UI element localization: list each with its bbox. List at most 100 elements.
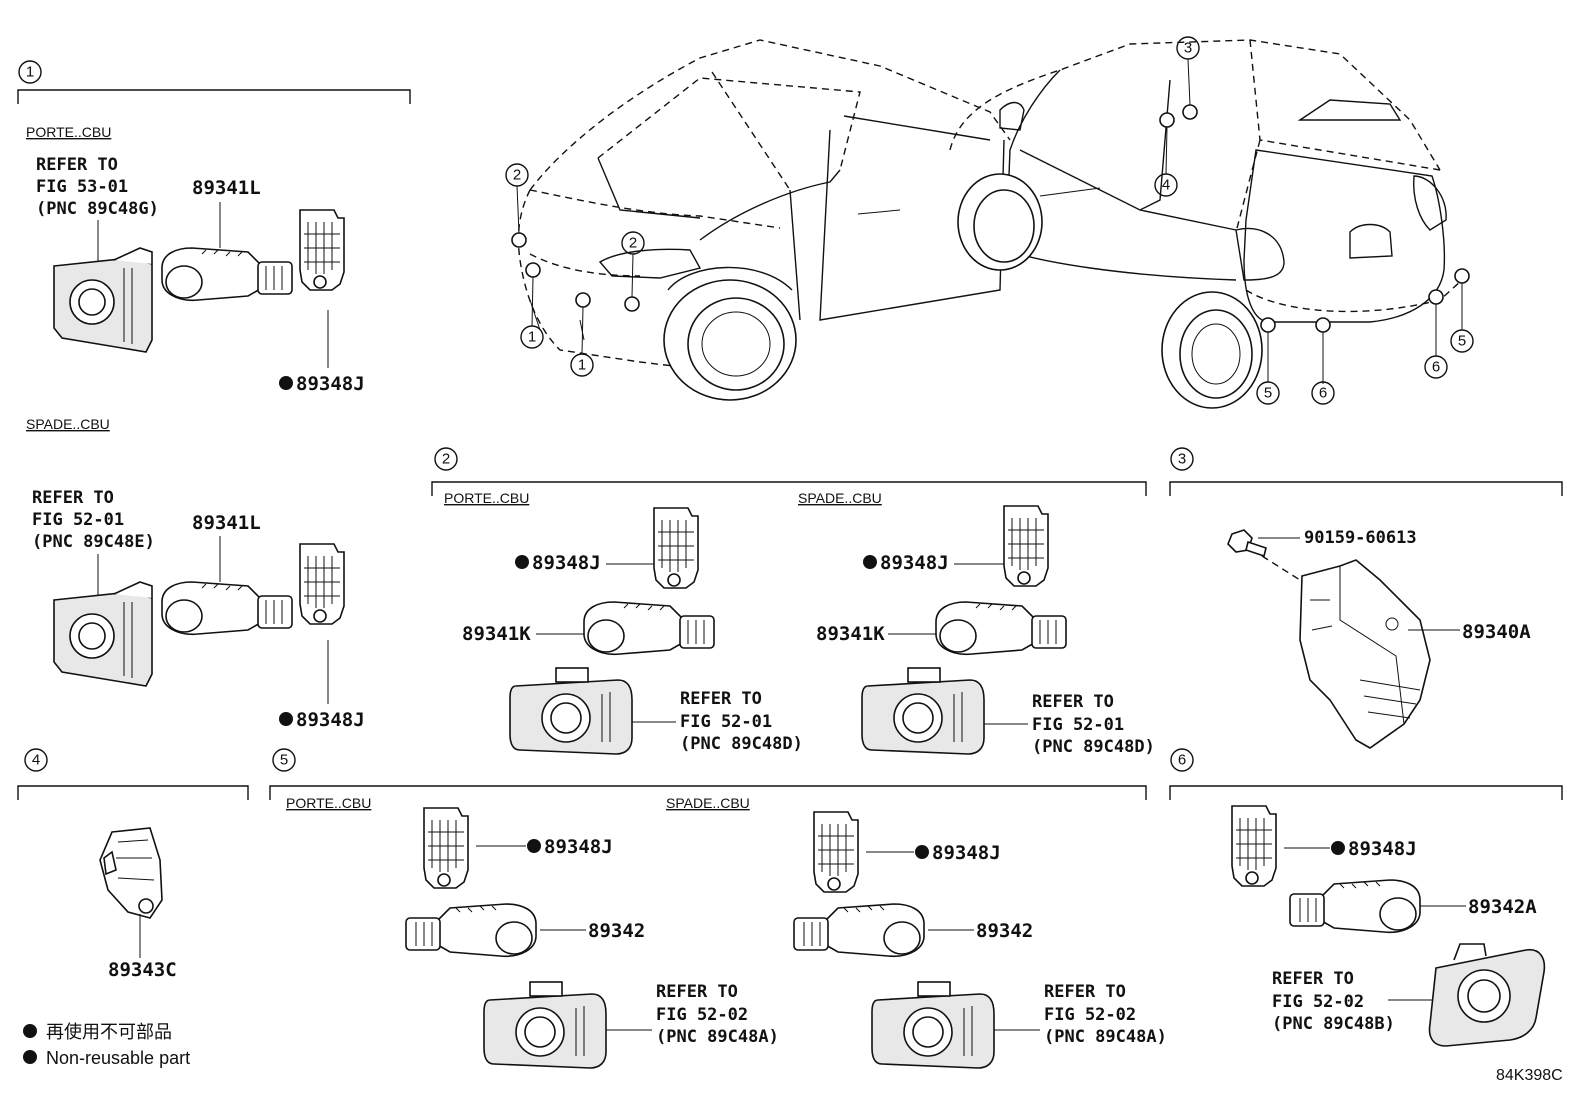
group-2-number: 2 [442,451,450,468]
group-1-spade-ref-line2: FIG 52-01 [32,510,124,530]
group-1-porte-caption: PORTE..CBU [26,124,111,140]
front-sensor-markers: 2 1 1 2 [505,163,645,377]
non-reusable-dot [279,376,293,390]
rear-marker-5b: 5 [1458,333,1466,350]
group-5-spade-sensor [793,903,925,958]
group-2-spade-ref-line1: REFER TO [1032,692,1114,712]
group-2-porte-bezel [509,667,633,755]
group-5-bracket [269,785,1147,800]
group-1-spade-ref-line1: REFER TO [32,488,114,508]
group-2-spade-retainer-label: 89348J [880,552,949,574]
group-6-number: 6 [1178,752,1186,769]
group-2-spade-ref-line2: FIG 52-01 [1032,715,1124,735]
group-5-spade-caption: SPADE..CBU [666,795,750,811]
group-6-callout: 6 [1170,748,1194,772]
group-5-spade-ref-line1: REFER TO [1044,982,1126,1002]
group-5-porte-retainer-label: 89348J [544,836,613,858]
front-vehicle-illustration [517,39,1011,401]
group-1-porte-retainer [299,209,345,291]
group-5-spade-sensor-label: 89342 [976,920,1033,942]
group-1-porte-sensor-label: 89341L [192,177,261,199]
non-reusable-dot [515,555,529,569]
group-2-spade-bezel [861,667,985,755]
non-reusable-dot [1331,841,1345,855]
group-5-porte-retainer [423,807,469,889]
group-2-porte-ref-line2: FIG 52-01 [680,712,772,732]
group-5-porte-ref-line3: (PNC 89C48A) [656,1027,779,1047]
group-2-porte-ref-line1: REFER TO [680,689,762,709]
non-reusable-dot [915,845,929,859]
legend-jp-text: 再使用不可部品 [46,1022,172,1042]
group-5-porte-ref-line1: REFER TO [656,982,738,1002]
group-5-number: 5 [280,752,288,769]
drawing-code: 84K398C [1496,1067,1563,1084]
group-3-callout: 3 [1170,447,1194,471]
group-4-sensor-label: 89343C [108,959,177,981]
non-reusable-dot [863,555,877,569]
group-1-callout: 1 [18,60,42,84]
rear-marker-4: 4 [1162,177,1170,194]
group-5-porte-sensor [405,903,537,958]
group-2-bracket [431,481,1147,496]
group-1-porte-ref-line2: FIG 53-01 [36,177,128,197]
group-3-number: 3 [1178,451,1186,468]
rear-marker-6b: 6 [1432,359,1440,376]
group-5-porte-ref-line2: FIG 52-02 [656,1005,748,1025]
rear-marker-6a: 6 [1319,385,1327,402]
group-5-callout: 5 [272,748,296,772]
rear-sensor-markers: 3 4 5 6 6 5 [1154,36,1474,405]
front-marker-1b: 1 [578,357,586,374]
group-5-spade-retainer-label: 89348J [932,842,1001,864]
group-6-retainer [1231,805,1277,887]
non-reusable-dot [279,712,293,726]
group-5-porte-sensor-label: 89342 [588,920,645,942]
group-2-porte-sensor [583,601,715,656]
group-1-number: 1 [26,64,34,81]
group-2-spade-ref-line3: (PNC 89C48D) [1032,737,1155,757]
group-2-spade-caption: SPADE..CBU [798,490,882,506]
group-1-porte-bezel [53,247,153,353]
group-6-sensor-label: 89342A [1468,896,1537,918]
group-5-spade-retainer [813,811,859,893]
group-6-ref-line1: REFER TO [1272,969,1354,989]
group-6-bracket [1169,785,1563,800]
group-4-callout: 4 [24,748,48,772]
group-2-porte-sensor-label: 89341K [462,623,531,645]
group-1-porte-ref-line1: REFER TO [36,155,118,175]
front-marker-2a: 2 [513,167,521,184]
group-1-bracket [17,89,411,104]
rear-marker-5a: 5 [1264,385,1272,402]
group-6-bezel [1428,943,1546,1047]
group-3-ecu-label: 89340A [1462,621,1531,643]
non-reusable-dot [527,839,541,853]
group-6-ref-line3: (PNC 89C48B) [1272,1014,1395,1034]
group-3-bolt [1227,529,1267,558]
group-1-spade-bezel [53,581,153,687]
group-2-porte-retainer-label: 89348J [532,552,601,574]
legend-dot-en [23,1050,37,1064]
group-5-spade-ref-line2: FIG 52-02 [1044,1005,1136,1025]
group-6-ref-line2: FIG 52-02 [1272,992,1364,1012]
group-1-porte-sensor [161,247,293,302]
group-2-spade-retainer [1003,505,1049,587]
legend: 再使用不可部品 Non-reusable part [23,1022,190,1068]
group-5-spade-ref-line3: (PNC 89C48A) [1044,1027,1167,1047]
group-2-porte-retainer [653,507,699,589]
group-3-bolt-label: 90159-60613 [1304,528,1417,548]
group-4-sensor [99,827,163,919]
group-1-spade-retainer [299,543,345,625]
legend-en-text: Non-reusable part [46,1048,190,1068]
group-4-number: 4 [32,752,40,769]
group-1-spade-sensor [161,581,293,636]
group-6-retainer-label: 89348J [1348,838,1417,860]
front-marker-1a: 1 [528,329,536,346]
group-1-porte-ref-line3: (PNC 89C48G) [36,199,159,219]
group-4-bracket [17,785,249,800]
group-5-spade-bezel [871,981,995,1069]
group-2-spade-sensor [935,601,1067,656]
rear-vehicle-illustration [949,39,1463,409]
group-1-spade-sensor-label: 89341L [192,512,261,534]
group-1-porte-retainer-label: 89348J [296,373,365,395]
